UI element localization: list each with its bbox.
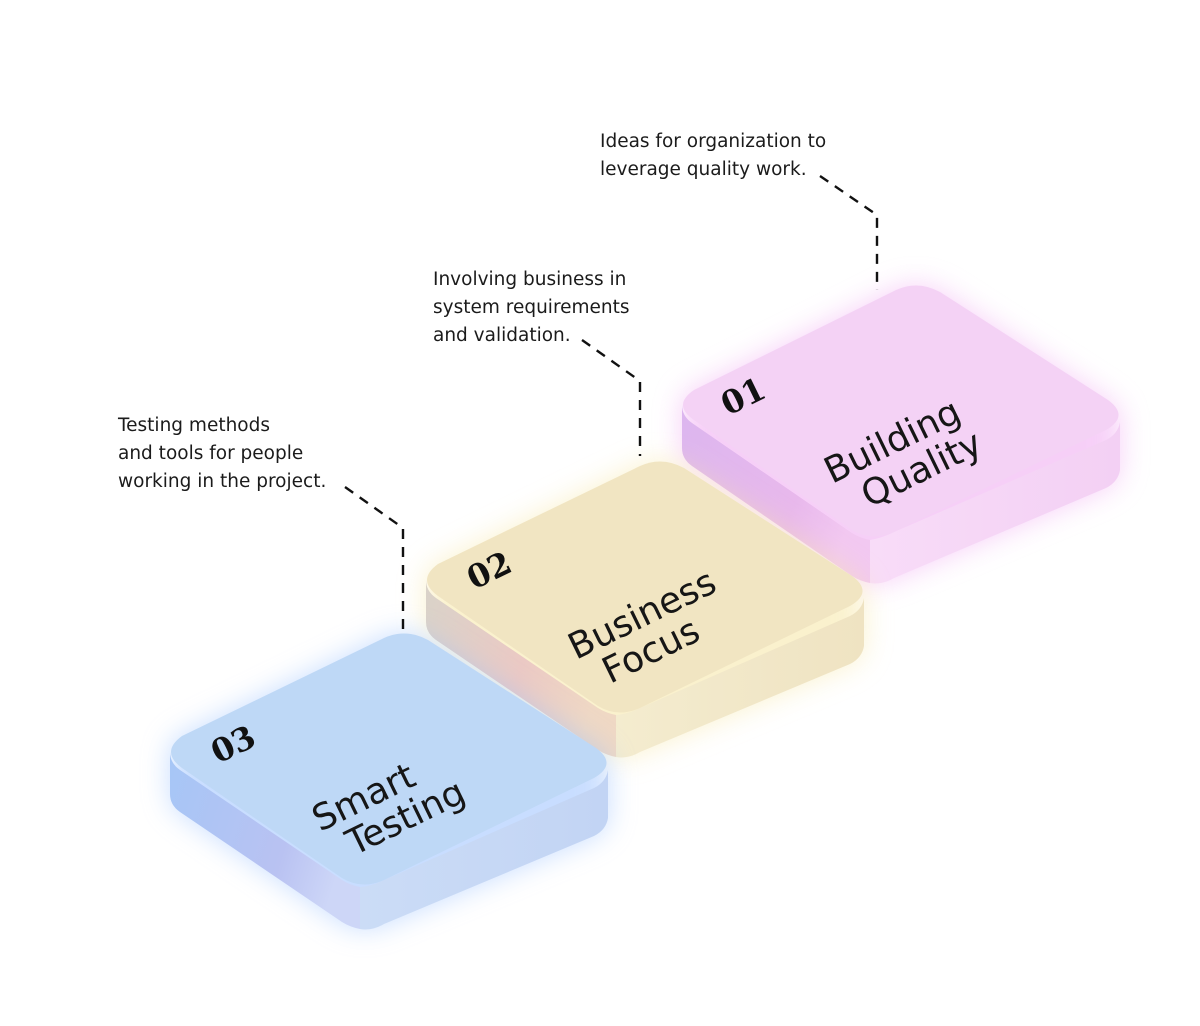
- block-03-top: [171, 633, 607, 885]
- block-01-side-left: [682, 405, 870, 583]
- block-03-side-left: [170, 752, 360, 929]
- description-01-line: Ideas for organization to: [600, 131, 827, 152]
- block-01: 01 Building Quality: [682, 285, 1121, 584]
- leader-line-02: [581, 339, 642, 456]
- description-03: Testing methods and tools for people wor…: [118, 412, 326, 496]
- description-02-line: Involving business in: [433, 269, 627, 290]
- leader-line-01: [819, 175, 879, 290]
- description-03-line: and tools for people: [118, 443, 304, 464]
- description-01-line: leverage quality work.: [600, 159, 807, 180]
- block-01-side-right: [870, 422, 1120, 584]
- block-02-side-left: [426, 580, 616, 757]
- description-02: Involving business in system requirement…: [433, 266, 630, 350]
- block-01-top: [683, 285, 1119, 537]
- block-02-side-right: [616, 598, 864, 758]
- description-02-line: system requirements: [433, 297, 630, 318]
- description-01: Ideas for organization to leverage quali…: [600, 128, 826, 184]
- description-03-line: Testing methods: [118, 415, 271, 436]
- leader-line-03: [344, 486, 405, 630]
- block-02-top: [427, 461, 863, 713]
- block-03-side-right: [360, 770, 608, 930]
- block-03: 03 Smart Testing: [170, 633, 609, 930]
- block-02: 02 Business Focus: [426, 461, 865, 758]
- description-03-line: working in the project.: [118, 471, 327, 492]
- description-02-line: and validation.: [433, 325, 571, 346]
